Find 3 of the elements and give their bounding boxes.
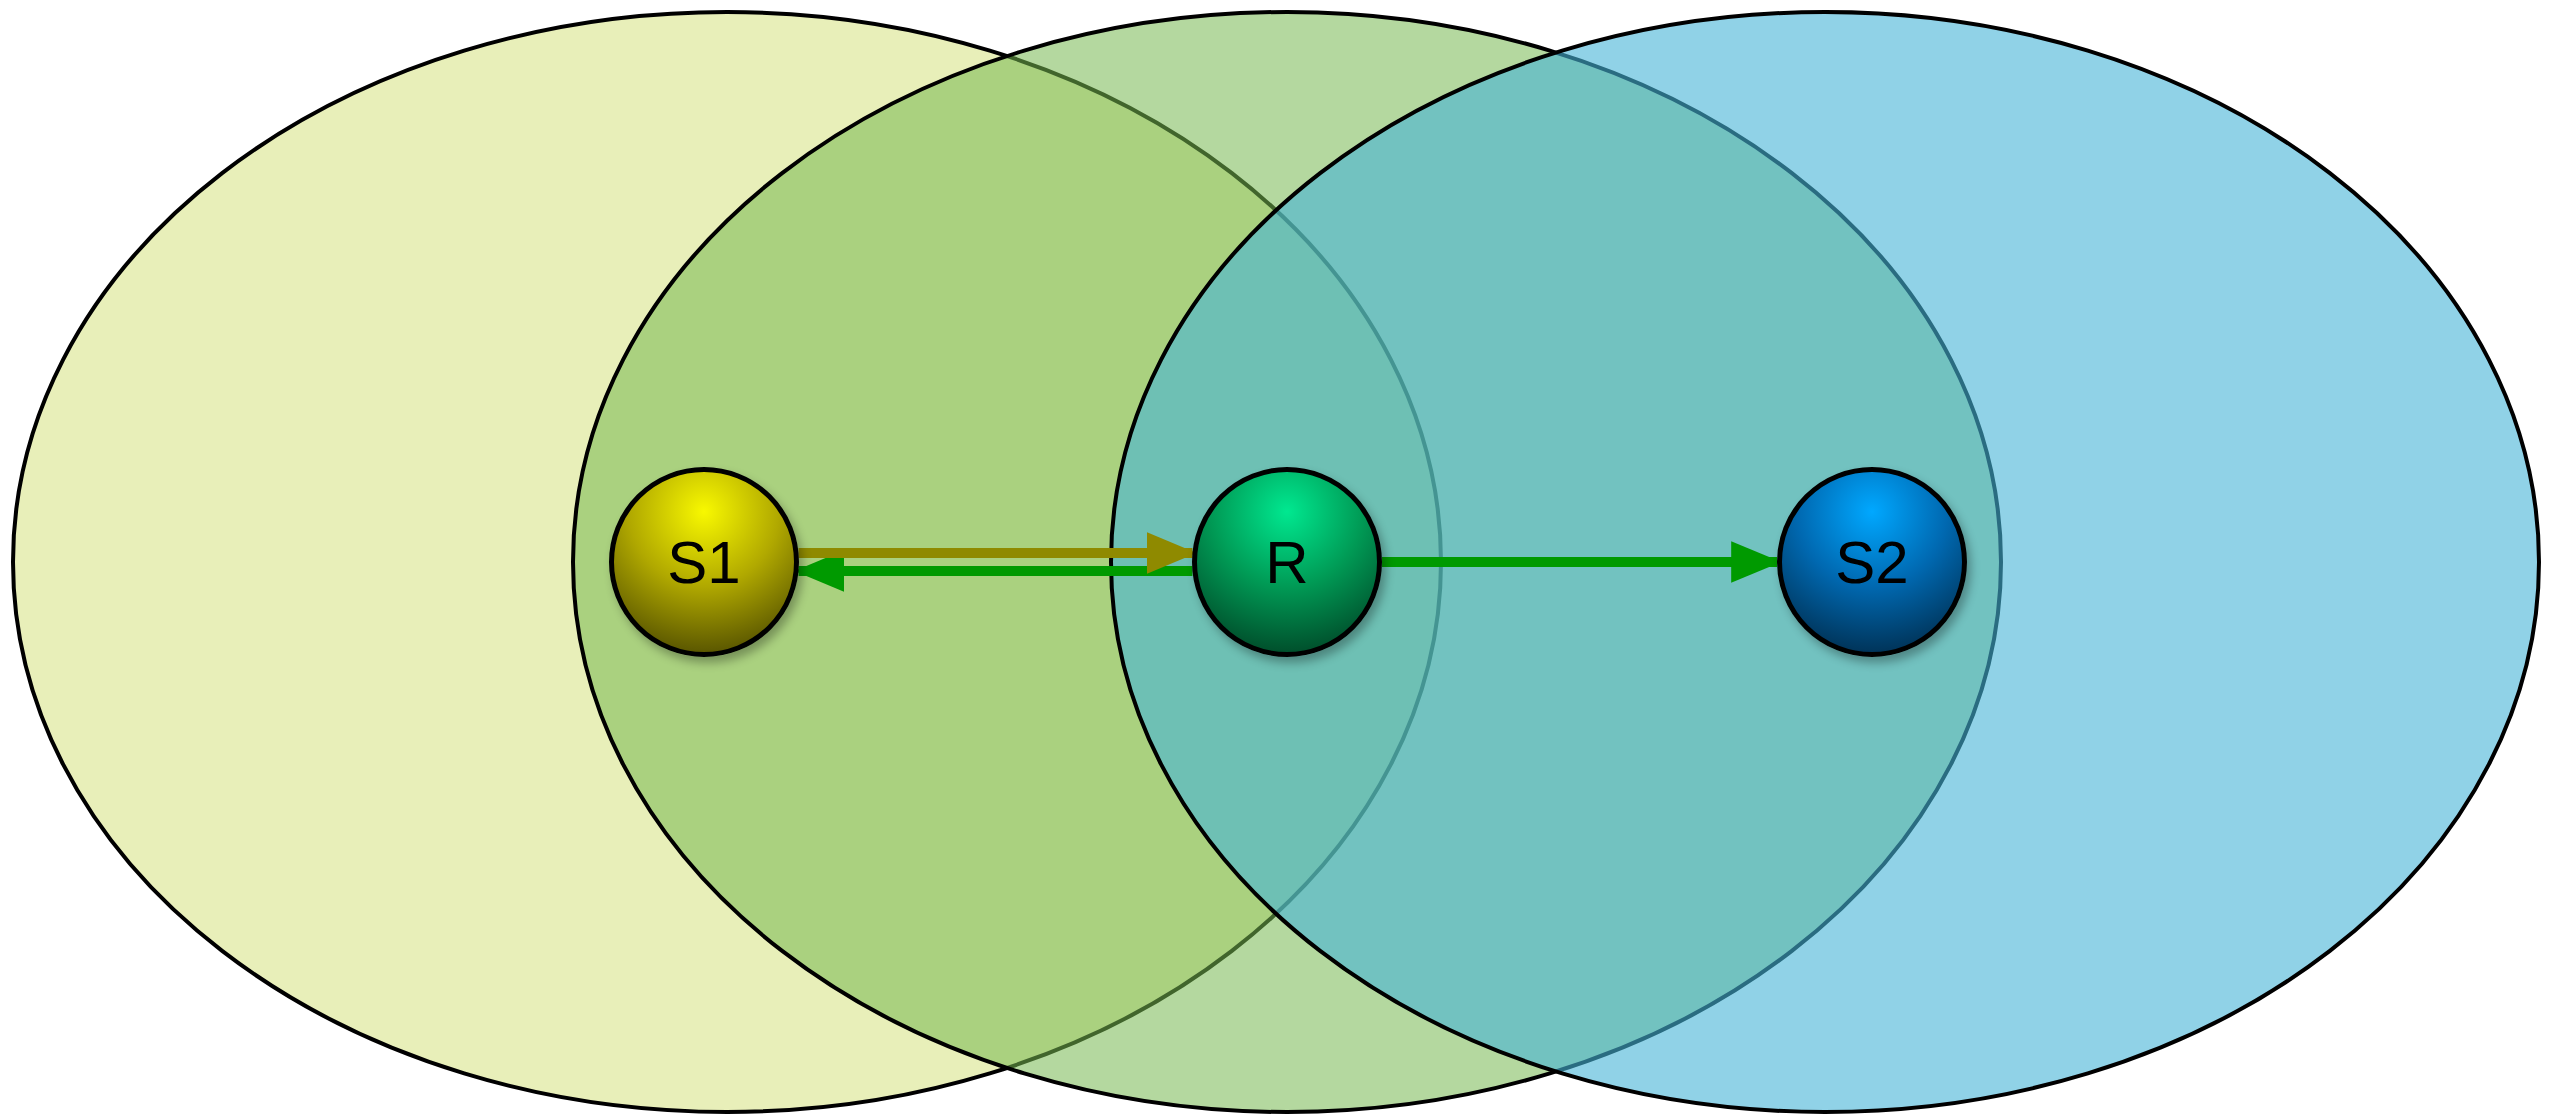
node-label: R: [1265, 527, 1309, 597]
node-label: S1: [667, 527, 741, 597]
node-label: S2: [1835, 527, 1909, 597]
